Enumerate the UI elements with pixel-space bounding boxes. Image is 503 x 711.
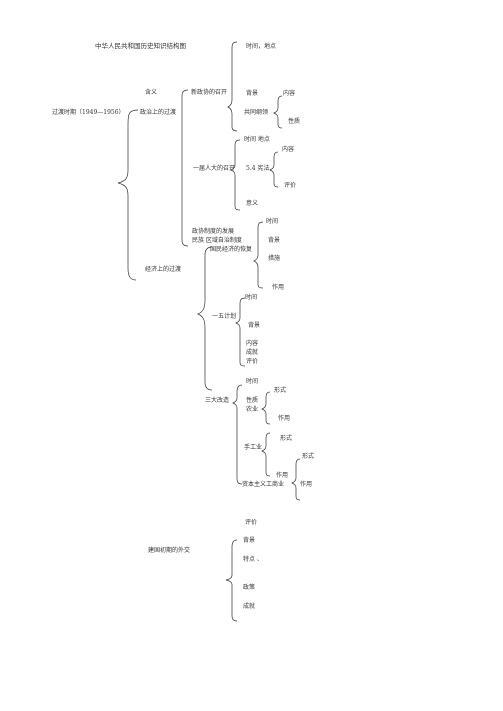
- label-evaluation-3: 评价: [245, 519, 258, 526]
- label-political-transition: 政治上的过渡: [140, 109, 177, 116]
- bracket-agriculture: [261, 391, 271, 425]
- label-background-4: 背景: [243, 537, 256, 544]
- label-time-2: 时间: [245, 294, 258, 301]
- bracket-recovery: [253, 221, 264, 289]
- label-time-place-top: 时间，地点: [246, 43, 277, 50]
- bracket-three-transformations: [232, 384, 243, 485]
- label-form-2: 形式: [280, 435, 293, 442]
- label-content-1: 内容: [283, 90, 296, 97]
- diagram-title: 中华人民共和国历史知识结构图: [95, 42, 186, 50]
- label-hanyi: 含义: [145, 89, 158, 96]
- label-five-year-plan: 一五计划: [212, 313, 237, 320]
- label-significance: 意义: [246, 200, 259, 207]
- label-time-place-2: 时间 地点: [244, 136, 270, 143]
- label-constitution-54: 5.4 宪法: [246, 165, 270, 172]
- label-common-program: 共同纲领: [244, 109, 269, 116]
- label-political-system-dev: 政协制度的发展: [192, 228, 235, 235]
- label-three-transformations: 三大改造: [205, 397, 230, 404]
- label-measures: 措施: [268, 255, 281, 262]
- label-ethnic-autonomy: 民族 区域自治制度: [192, 237, 242, 244]
- label-background-3: 背景: [248, 322, 261, 329]
- label-achievement-2: 成就: [243, 603, 256, 610]
- bracket-economic: [197, 246, 213, 391]
- label-effect-2: 作用: [278, 415, 291, 422]
- label-nature-2: 性质: [246, 397, 259, 404]
- label-transition-period: 过渡时期（1949—1956）: [52, 109, 125, 116]
- label-form-1: 形式: [274, 387, 287, 394]
- label-policy: 政策: [243, 584, 256, 591]
- bracket-five-year: [235, 297, 246, 367]
- label-content-2: 内容: [282, 146, 295, 153]
- bracket-constitution: [269, 151, 279, 188]
- label-background-1: 背景: [246, 90, 259, 97]
- label-capitalist-industry: 资本主义工商业: [242, 481, 285, 488]
- label-cppcc-meeting: 新政协的召开: [191, 89, 228, 96]
- label-diplomacy-early: 建国初期的外交: [148, 547, 191, 554]
- label-effect-1: 作用: [272, 284, 285, 291]
- label-economy-recovery: 国民经济的恢复: [210, 246, 253, 253]
- brace-transition: [117, 109, 139, 281]
- label-effect-4: 作用: [300, 481, 313, 488]
- bracket-handicraft: [261, 432, 271, 477]
- label-handicraft: 手工业: [244, 444, 263, 451]
- label-economic-transition: 经济上的过渡: [145, 266, 182, 273]
- label-characteristics: 特点 、: [243, 556, 263, 563]
- label-content-3: 内容: [246, 340, 259, 347]
- bracket-diplomacy: [225, 539, 238, 622]
- label-achievement-1: 成就: [246, 349, 259, 356]
- bracket-political: [181, 89, 189, 247]
- label-form-3: 形式: [302, 453, 315, 460]
- label-nature: 性质: [288, 118, 301, 125]
- bracket-common-program: [273, 95, 283, 129]
- bracket-capitalist: [291, 458, 301, 501]
- bracket-first-npc: [230, 139, 241, 211]
- bracket-cppcc: [227, 41, 238, 132]
- label-time-1: 时间: [266, 218, 279, 225]
- label-evaluation-2: 评价: [246, 358, 259, 365]
- label-evaluation-1: 评价: [284, 182, 297, 189]
- label-effect-3: 作用: [276, 472, 289, 479]
- label-agriculture: 农业: [246, 406, 259, 413]
- label-time-3: 时间: [246, 378, 259, 385]
- label-background-2: 背景: [268, 237, 281, 244]
- label-first-npc: 一届人大的召开: [193, 165, 236, 172]
